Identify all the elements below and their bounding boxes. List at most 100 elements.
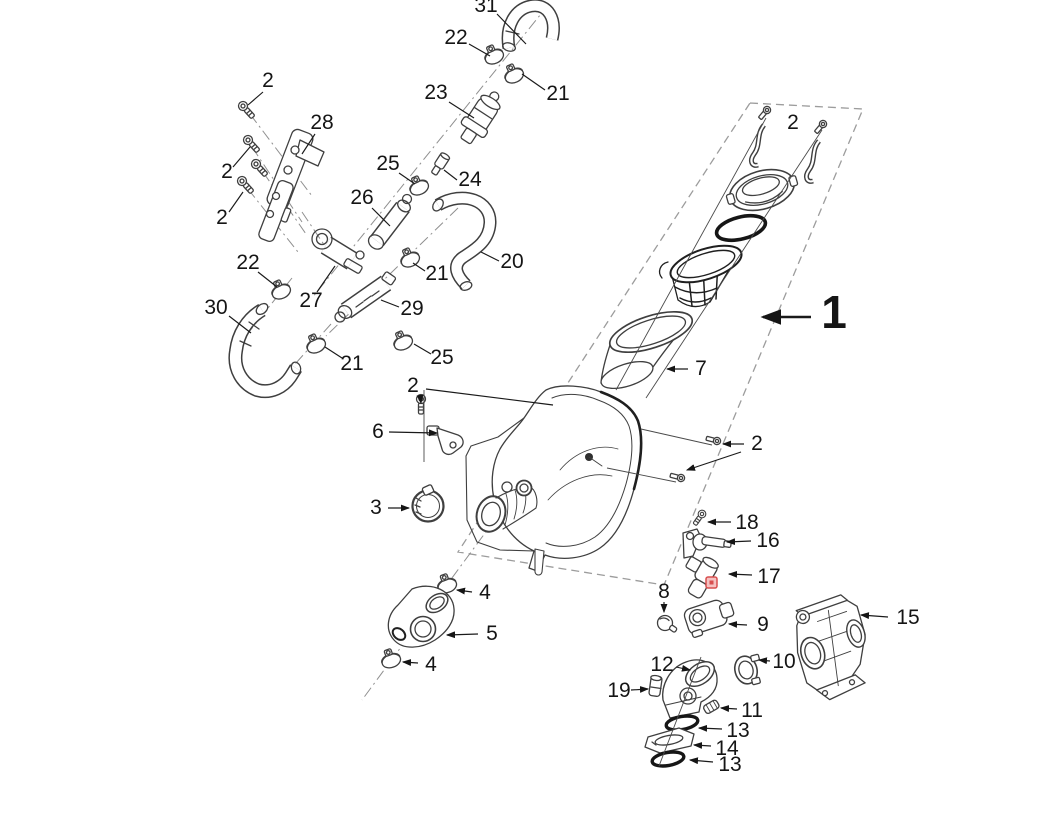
bolt-2-a <box>235 98 258 121</box>
hose-clamp-25-top <box>405 172 432 199</box>
part-number-5: 5 <box>486 622 498 645</box>
part-number-6: 6 <box>372 420 384 443</box>
fuel-injector-23 <box>460 91 501 145</box>
clamp-3 <box>411 484 445 523</box>
bolt-2-b <box>240 132 263 155</box>
part-number-13: 13 <box>726 719 749 742</box>
part-number-21: 21 <box>340 352 363 375</box>
part-number-2: 2 <box>262 69 274 92</box>
leader-line-5 <box>445 631 479 639</box>
part-number-25: 25 <box>430 346 453 369</box>
cover-screw-2-a <box>756 104 773 122</box>
air-temp-sensor-16 <box>682 528 732 559</box>
leader-line-23 <box>448 101 475 119</box>
airbox-assembly <box>465 104 829 576</box>
leader-line-19 <box>630 686 650 693</box>
part-number-18: 18 <box>735 511 758 534</box>
bracket-6 <box>426 425 464 456</box>
leader-line-16 <box>725 538 752 546</box>
leader-line-21 <box>412 262 426 272</box>
part-number-7: 7 <box>695 357 707 380</box>
part-number-11: 11 <box>741 699 763 722</box>
leader-line-4 <box>455 587 473 595</box>
leader-line-25 <box>413 343 432 355</box>
dowel-19 <box>648 674 663 697</box>
part-number-12: 12 <box>650 653 673 676</box>
part-number-28: 28 <box>310 111 333 134</box>
leader-line-9 <box>727 621 748 628</box>
part-number-26: 26 <box>350 186 373 209</box>
part-number-16: 16 <box>756 529 779 552</box>
fitting-24 <box>431 152 451 176</box>
part-number-20: 20 <box>500 250 523 273</box>
hose-clamp-22-left <box>267 276 294 303</box>
leader-line-24 <box>443 169 458 181</box>
leader-line-28 <box>301 133 316 155</box>
canister-26 <box>367 193 413 250</box>
cover-o-ring-seal <box>714 213 768 243</box>
leader-line-14 <box>692 742 712 749</box>
part-number-13: 13 <box>718 753 741 776</box>
leader-line-13 <box>697 724 723 732</box>
part-number-14: 14 <box>715 737 739 760</box>
purge-solenoid-27 <box>311 228 365 274</box>
airbox-housing <box>465 385 643 576</box>
part-number-2: 2 <box>407 374 419 397</box>
highlight-marker-dot <box>709 580 714 585</box>
part-number-3: 3 <box>370 496 382 519</box>
part-number-8: 8 <box>658 580 670 603</box>
drain-elbow-5 <box>387 585 455 648</box>
part-number-17: 17 <box>757 565 780 588</box>
leader-line-21 <box>324 346 343 359</box>
valve-cap-10 <box>733 653 761 686</box>
leader-line-6 <box>388 429 439 437</box>
part-number-22: 22 <box>236 251 259 274</box>
mounting-bracket-28 <box>258 128 325 242</box>
hose-31 <box>501 0 560 52</box>
part-number-24: 24 <box>458 168 482 191</box>
sensor-9 <box>683 599 735 638</box>
throttle-body-15 <box>795 594 866 701</box>
leader-line-20 <box>480 251 500 262</box>
assembly-axis-lines <box>236 3 550 701</box>
leader-line-29 <box>380 299 400 308</box>
valve-assembly-29 <box>334 271 397 323</box>
leader-line-27 <box>316 265 336 293</box>
leader-line-10 <box>757 657 771 665</box>
part-number-4: 4 <box>425 653 437 676</box>
part-number-2: 2 <box>751 432 763 455</box>
cap-8 <box>656 614 678 633</box>
part-number-21: 21 <box>546 82 569 105</box>
leader-line-2 <box>232 146 251 168</box>
hose-30 <box>228 302 302 399</box>
hose-clamp-25-right <box>389 327 416 354</box>
leader-line-26 <box>371 207 391 227</box>
part-number-25: 25 <box>376 152 399 175</box>
injector-17 <box>685 556 719 599</box>
leader-line-21 <box>521 73 546 91</box>
hose-clamp-21-left <box>302 330 329 357</box>
cover-latch-a <box>748 123 767 168</box>
leader-line-2 <box>247 91 264 106</box>
part-number-27: 27 <box>299 289 322 312</box>
leader-line-4 <box>401 659 419 666</box>
part-number-29: 29 <box>400 297 423 320</box>
air-cleaner-cover <box>725 168 799 212</box>
leader-line-22 <box>257 271 278 288</box>
intake-boot-12 <box>662 659 718 719</box>
part-number-9: 9 <box>757 613 769 636</box>
air-filter-element-7 <box>600 310 694 390</box>
bolt-18 <box>691 508 708 528</box>
cover-latch-b <box>803 139 822 184</box>
part-number-15: 15 <box>896 606 919 629</box>
part-number-10: 10 <box>772 650 795 673</box>
part-number-30: 30 <box>204 296 227 319</box>
leader-line-2 <box>425 388 554 406</box>
filter-cage-screen <box>658 244 743 308</box>
hose-clamp-21-top <box>500 60 527 87</box>
leader-line-2 <box>416 394 424 405</box>
hose-20 <box>432 191 497 291</box>
o-ring-13-lower <box>650 750 686 768</box>
